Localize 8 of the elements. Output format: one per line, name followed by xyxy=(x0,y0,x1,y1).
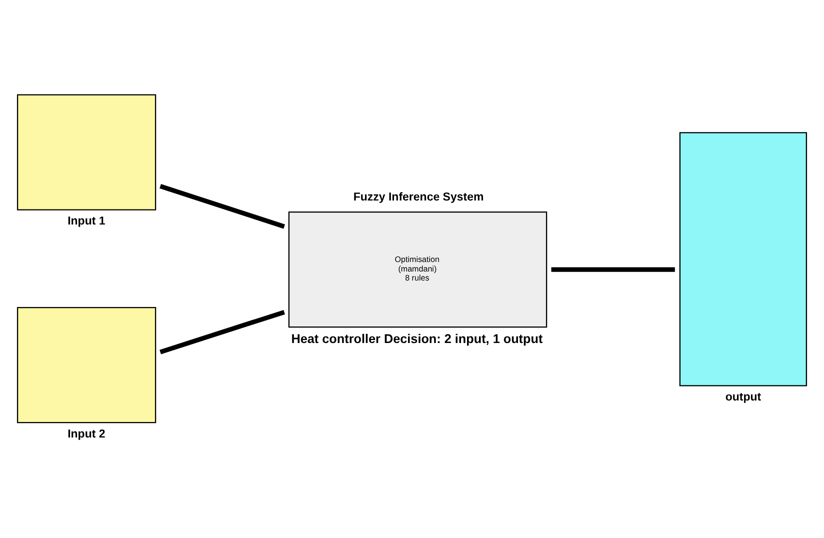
connector xyxy=(160,310,285,354)
connector xyxy=(160,184,285,229)
node-label: Input 1 xyxy=(68,216,106,228)
node-label: Fuzzy Inference System xyxy=(353,192,484,204)
node-label: Heat controller Decision: 2 input, 1 output xyxy=(291,332,543,346)
node-label: Input 2 xyxy=(68,428,106,440)
connector xyxy=(551,267,675,272)
node-label: output xyxy=(725,392,762,404)
